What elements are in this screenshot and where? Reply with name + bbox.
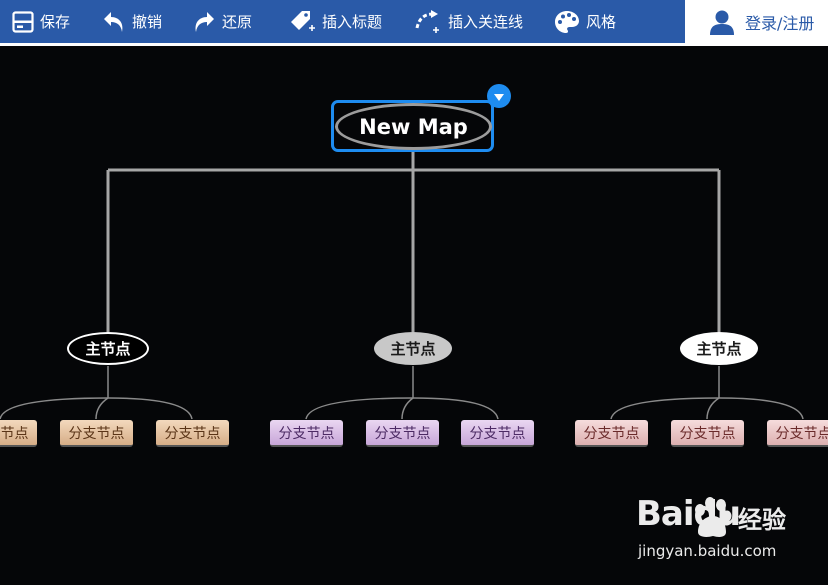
branch-node[interactable]: 分支节点 — [767, 420, 828, 447]
branch-node-label: 分支节点 — [583, 425, 640, 442]
login-label: 登录/注册 — [745, 13, 815, 33]
curved-connector-icon — [415, 9, 439, 33]
main-node-label: 主节点 — [390, 340, 436, 358]
watermark-jingyan-text: 经验 — [738, 506, 786, 534]
insert-title-button[interactable]: 插入标题 — [288, 0, 382, 43]
tag-icon — [291, 10, 315, 31]
caret-down-icon — [494, 94, 504, 101]
branch-node[interactable]: 分支节点 — [366, 420, 439, 447]
save-icon — [12, 10, 34, 33]
redo-icon — [195, 11, 214, 32]
insert-title-label: 插入标题 — [322, 13, 383, 31]
branch-node[interactable]: 分支节点 — [461, 420, 534, 447]
watermark-url: jingyan.baidu.com — [638, 542, 777, 560]
save-button[interactable]: 保存 — [12, 0, 70, 43]
mindmap-canvas[interactable]: New Map 主节点 主节点 主节点 分支节点 分支节点 分支节点 分支节点 … — [0, 46, 828, 585]
root-selection-frame — [331, 100, 494, 152]
paw-logo-icon — [695, 497, 732, 537]
branch-node[interactable]: 分支节点 — [671, 420, 744, 447]
save-label: 保存 — [40, 13, 71, 31]
branch-node-label: 分支节点 — [775, 425, 828, 442]
branch-node-label: 分支节点 — [68, 425, 125, 442]
branch-node[interactable]: 分支节点 — [156, 420, 229, 447]
main-node-middle[interactable]: 主节点 — [374, 332, 452, 365]
branch-node-label: 分支节点 — [679, 425, 736, 442]
branch-node[interactable]: 分支节点 — [60, 420, 133, 447]
main-node-right[interactable]: 主节点 — [680, 332, 758, 365]
style-label: 风格 — [586, 13, 617, 31]
branch-node-label: 分支节点 — [469, 425, 526, 442]
branch-node-label: 分支节点 — [278, 425, 335, 442]
branch-node[interactable]: 分支节点 — [270, 420, 343, 447]
main-node-label: 主节点 — [85, 340, 131, 358]
baidu-jingyan-watermark: Baidu 经验 jingyan.baidu.com — [630, 494, 820, 574]
connector-lines — [0, 151, 804, 420]
undo-button[interactable]: 撤销 — [102, 0, 162, 43]
root-node[interactable]: New Map — [335, 103, 492, 150]
redo-label: 还原 — [222, 13, 253, 31]
style-button[interactable]: 风格 — [554, 0, 616, 43]
branch-node-label: 分支节点 — [0, 425, 29, 442]
root-node-label: New Map — [359, 114, 468, 139]
login-register-button[interactable]: 登录/注册 — [685, 0, 828, 43]
insert-link-button[interactable]: 插入关连线 — [414, 0, 523, 43]
branch-node-label: 分支节点 — [374, 425, 431, 442]
redo-button[interactable]: 还原 — [192, 0, 252, 43]
insert-link-label: 插入关连线 — [448, 13, 524, 31]
main-node-label: 主节点 — [696, 340, 742, 358]
undo-label: 撤销 — [132, 13, 163, 31]
node-menu-dropdown-button[interactable] — [487, 84, 511, 108]
toolbar: 保存 撤销 还原 插入标题 插入关连线 — [0, 0, 828, 46]
undo-icon — [104, 11, 123, 32]
branch-node-label: 分支节点 — [164, 425, 221, 442]
branch-node[interactable]: 分支节点 — [575, 420, 648, 447]
branch-node[interactable]: 分支节点 — [0, 420, 37, 447]
palette-icon — [555, 10, 579, 33]
main-node-left[interactable]: 主节点 — [67, 332, 149, 365]
user-icon — [710, 10, 734, 35]
